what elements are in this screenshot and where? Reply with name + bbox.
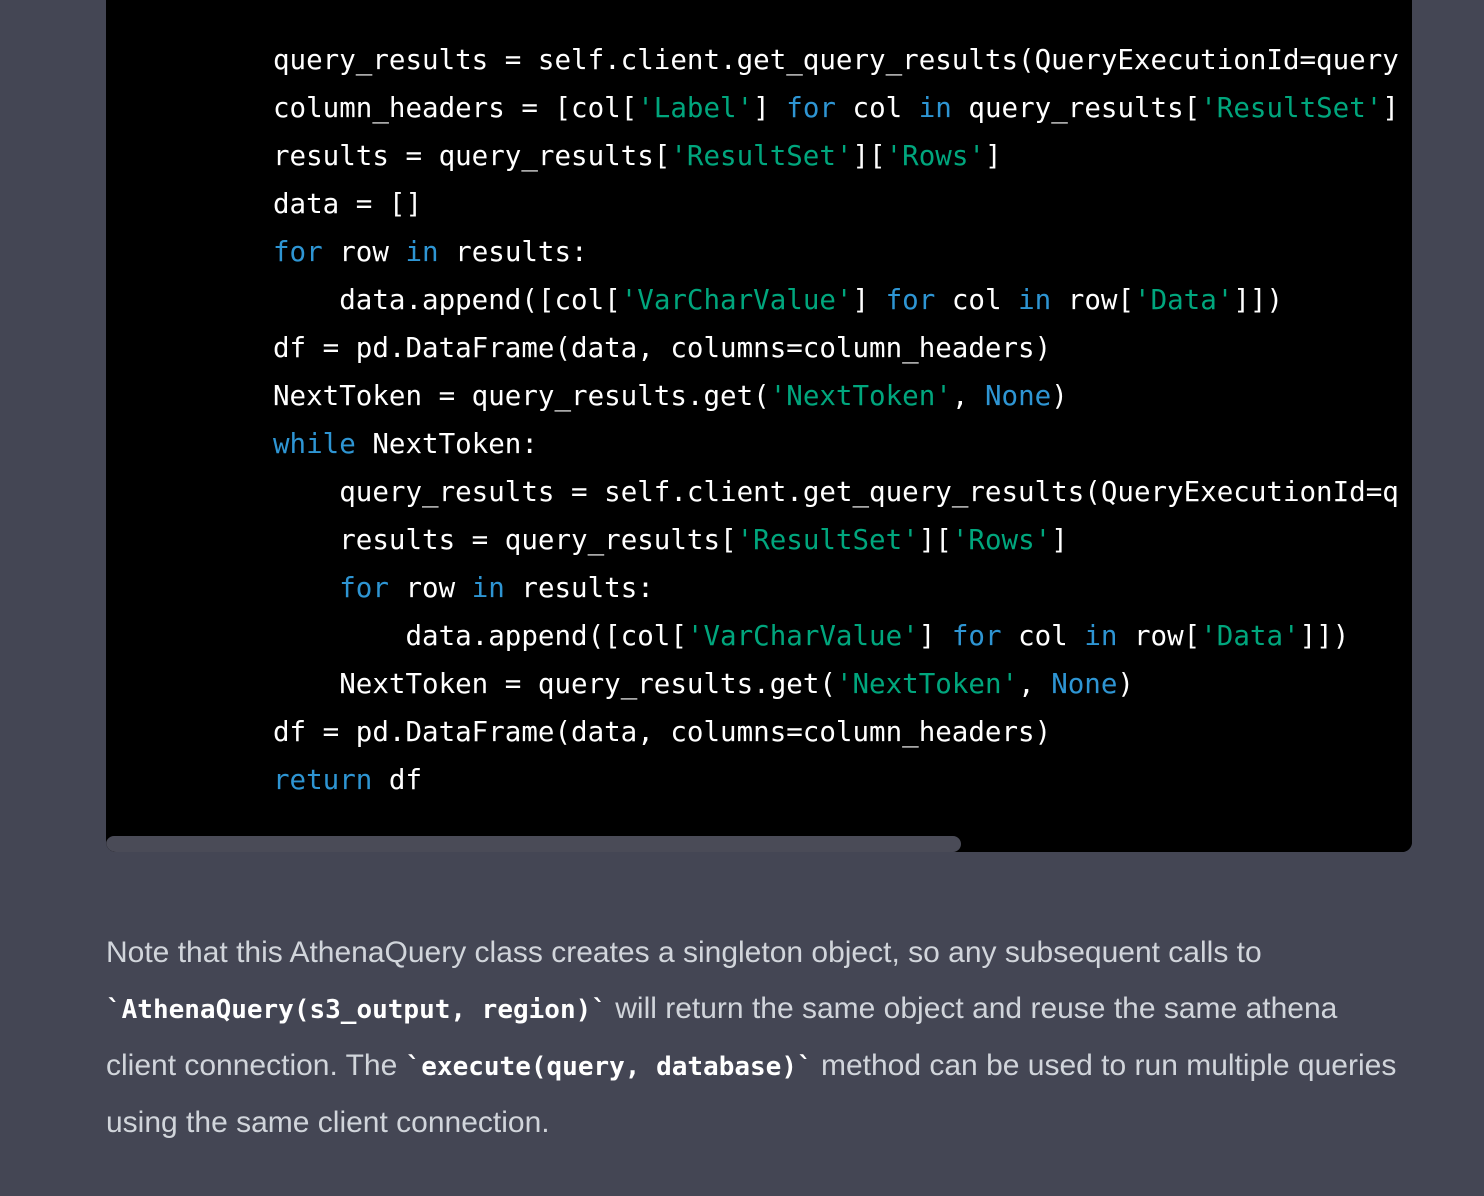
code-text: results = query_results[ (273, 140, 671, 172)
code-keyword: for (273, 236, 323, 268)
code-text: row (388, 572, 472, 604)
code-text: ) (1051, 380, 1068, 412)
code-keyword: return (273, 764, 373, 796)
code-text: ][ (852, 140, 886, 172)
code-line: column_headers = [col['Label'] for col i… (273, 84, 1399, 132)
scrollbar-thumb[interactable] (106, 836, 962, 852)
code-text: ] (1051, 524, 1068, 556)
code-keyword: for (339, 572, 389, 604)
code-keyword: in (918, 92, 952, 124)
inline-code-execute: `execute(query, database)` (405, 1052, 813, 1082)
note-text-3: method can be used to run multiple queri… (106, 1049, 1397, 1139)
code-line: data.append([col['VarCharValue'] for col… (273, 276, 1399, 324)
code-line: df = pd.DataFrame(data, columns=column_h… (273, 324, 1399, 372)
code-line: for row in results: (273, 228, 1399, 276)
code-text: ] (1382, 92, 1399, 124)
inline-code-athenaquery: `AthenaQuery(s3_output, region)` (106, 995, 607, 1025)
code-text: ]]) (1299, 620, 1350, 652)
code-string: 'NextToken' (835, 668, 1019, 700)
code-text: NextToken = query_results.get( (339, 668, 836, 700)
code-text: data.append([col[ (339, 284, 621, 316)
code-keyword: for (885, 284, 936, 316)
code-string: 'VarCharValue' (686, 620, 919, 652)
code-line: data.append([col['VarCharValue'] for col… (273, 612, 1399, 660)
code-text: col (935, 284, 1019, 316)
code-text: ] (984, 140, 1002, 172)
code-text: , (1018, 668, 1052, 700)
code-keyword: for (951, 620, 1002, 652)
code-string: 'NextToken' (769, 380, 952, 412)
code-text: results = query_results[ (339, 524, 737, 556)
code-line: NextToken = query_results.get('NextToken… (273, 372, 1399, 420)
code-text: col (1001, 620, 1085, 652)
code-text: column_headers = [col[ (273, 92, 638, 124)
code-line: df = pd.DataFrame(data, columns=column_h… (273, 708, 1399, 756)
code-string: 'Data' (1200, 620, 1300, 652)
code-text: df = pd.DataFrame(data, columns=column_h… (273, 332, 1052, 364)
explanation-paragraph: Note that this AthenaQuery class creates… (106, 925, 1406, 1151)
code-string: 'ResultSet' (670, 140, 853, 172)
code-text: ] (753, 92, 787, 124)
code-line: results = query_results['ResultSet']['Ro… (273, 516, 1399, 564)
code-text: ) (1117, 668, 1134, 700)
code-line: data = [] (273, 180, 1399, 228)
code-text: data.append([col[ (405, 620, 687, 652)
code-text: NextToken = query_results.get( (273, 380, 770, 412)
code-line: results = query_results['ResultSet']['Ro… (273, 132, 1399, 180)
code-text: query_results[ (951, 92, 1201, 124)
code-content: query_results = self.client.get_query_re… (273, 36, 1399, 804)
code-string: 'Rows' (885, 140, 985, 172)
code-text: ] (918, 620, 952, 652)
code-text: , (951, 380, 985, 412)
code-keyword: in (1084, 620, 1118, 652)
code-text: ][ (918, 524, 952, 556)
code-string: 'Label' (637, 92, 754, 124)
note-text-2: will return the same object and reuse th… (106, 992, 1338, 1082)
code-text: row (322, 236, 406, 268)
code-text: ]]) (1233, 284, 1284, 316)
code-text: results: (438, 236, 588, 268)
code-string: 'ResultSet' (1200, 92, 1383, 124)
note-text-1: Note that this AthenaQuery class creates… (106, 936, 1262, 969)
code-string: 'Data' (1134, 284, 1234, 316)
code-string: 'Rows' (951, 524, 1052, 556)
code-keyword: in (1018, 284, 1052, 316)
code-line: NextToken = query_results.get('NextToken… (273, 660, 1399, 708)
code-text: ] (852, 284, 886, 316)
code-keyword: in (405, 236, 439, 268)
code-keyword: in (471, 572, 505, 604)
code-text: results: (504, 572, 654, 604)
code-viewport: query_results = self.client.get_query_re… (106, 0, 1412, 836)
code-text: query_results = self.client.get_query_re… (339, 476, 1399, 508)
code-text: row[ (1117, 620, 1201, 652)
code-line: for row in results: (273, 564, 1399, 612)
code-keyword: None (984, 380, 1052, 412)
code-keyword: while (273, 428, 356, 460)
code-line: query_results = self.client.get_query_re… (273, 468, 1399, 516)
code-text: data = [] (273, 188, 423, 220)
code-text: query_results = self.client.get_query_re… (273, 44, 1399, 76)
code-line: query_results = self.client.get_query_re… (273, 36, 1399, 84)
code-text: col (835, 92, 919, 124)
code-text: row[ (1051, 284, 1135, 316)
code-keyword: for (786, 92, 836, 124)
code-block: query_results = self.client.get_query_re… (106, 0, 1412, 852)
code-text: df = pd.DataFrame(data, columns=column_h… (273, 716, 1052, 748)
code-text: df (372, 764, 423, 796)
code-string: 'VarCharValue' (620, 284, 853, 316)
code-line: return df (273, 756, 1399, 804)
code-keyword: None (1051, 668, 1118, 700)
code-text: NextToken: (355, 428, 538, 460)
horizontal-scrollbar[interactable] (106, 836, 1412, 852)
code-line: while NextToken: (273, 420, 1399, 468)
code-string: 'ResultSet' (736, 524, 919, 556)
